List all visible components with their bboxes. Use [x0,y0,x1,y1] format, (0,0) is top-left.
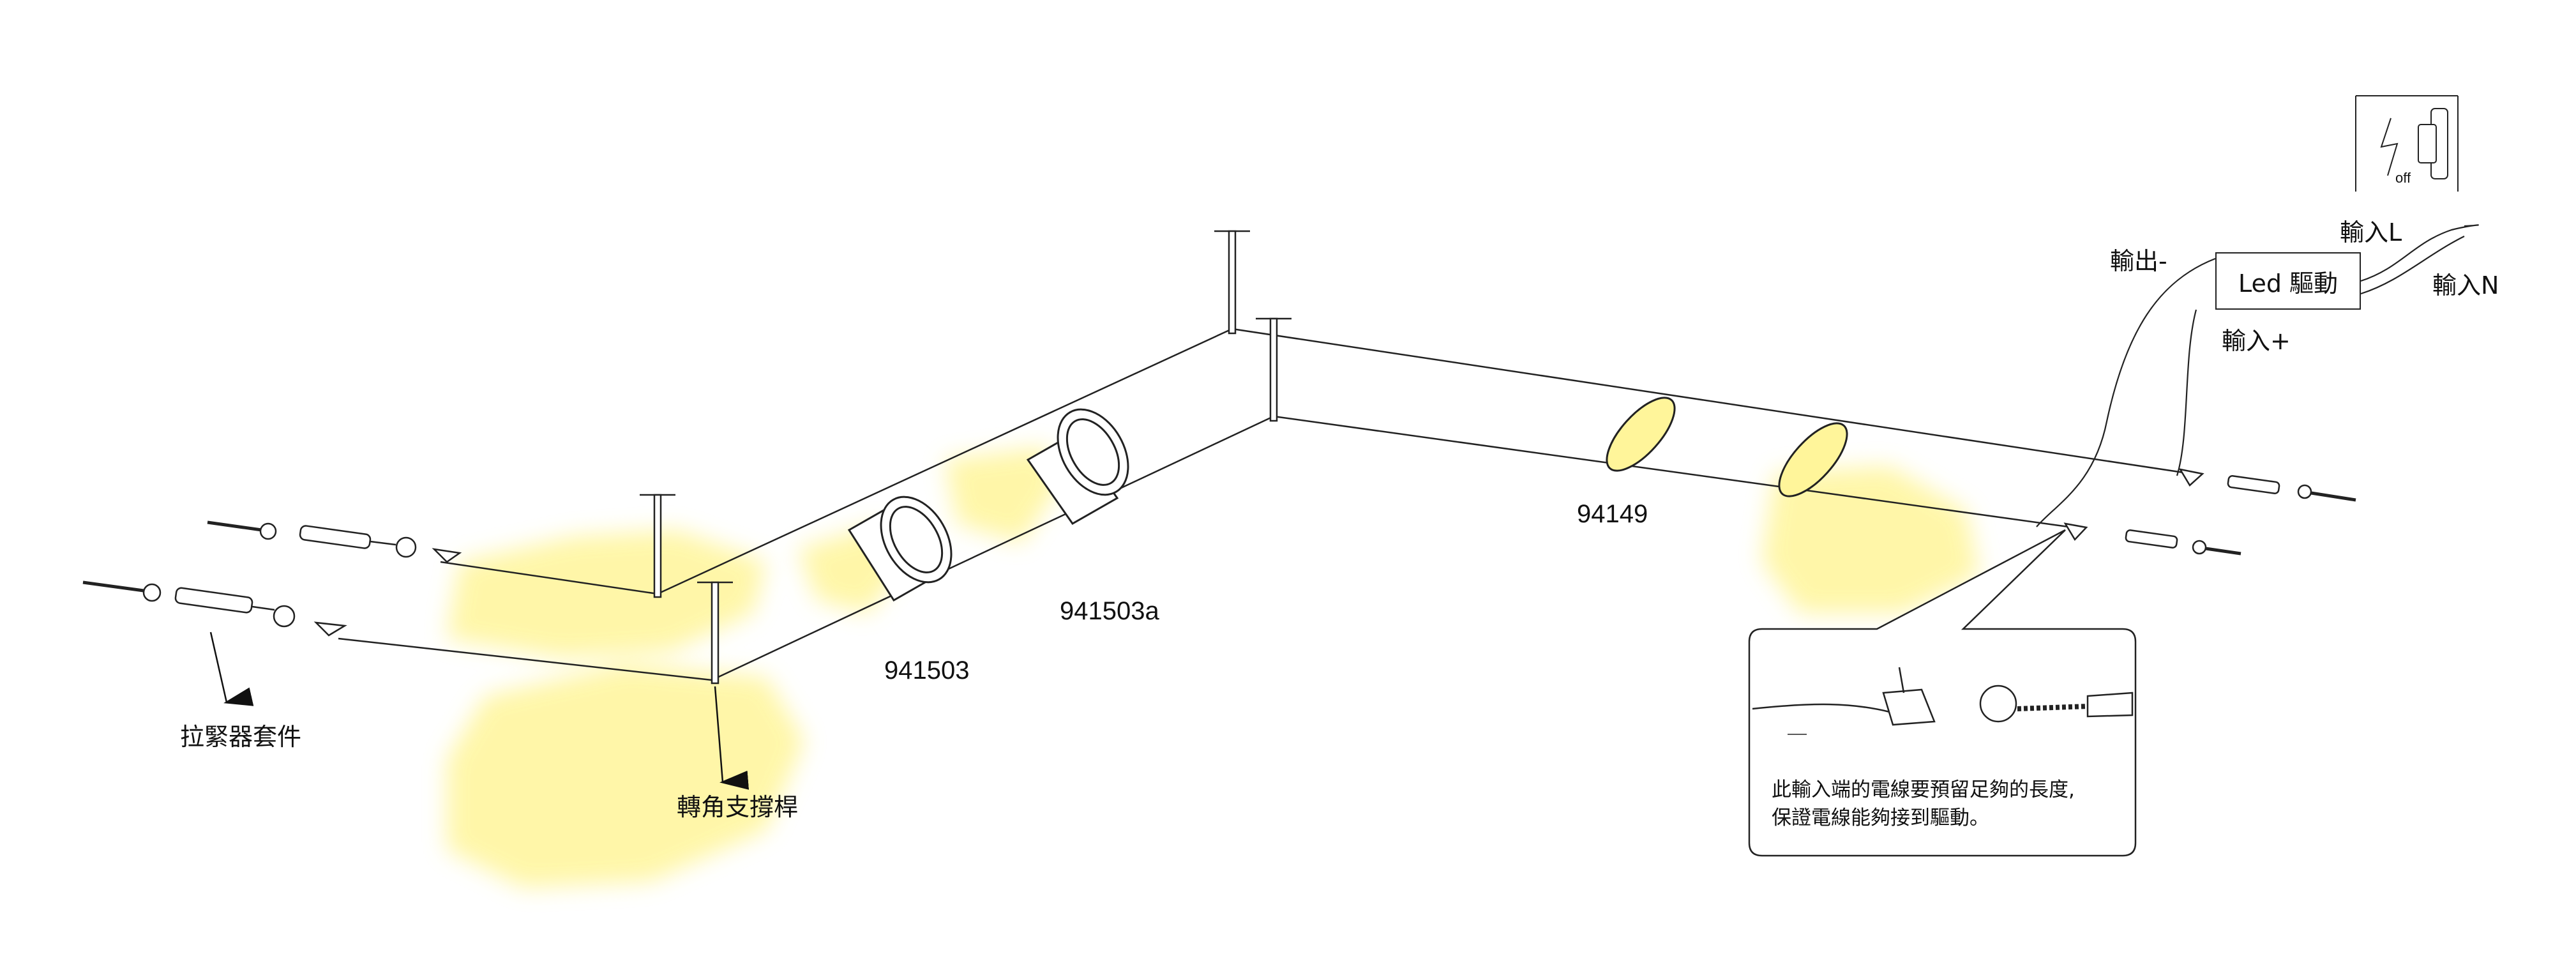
tensioner-kit-right-upper [2178,468,2356,502]
driver-wiring [2036,224,2479,527]
thimble-icon [273,605,296,628]
ring-light-icon [1606,397,1676,472]
tensioner-icon [2227,475,2280,494]
lower-cable-left [338,637,712,681]
glow-94149 [1762,466,1979,613]
cable-lines [338,328,2184,681]
lower-cable-right [1273,415,2069,528]
input-plus-wire [2176,309,2197,476]
support-rod-2 [697,581,733,685]
eye-hook-icon [2297,484,2312,499]
cable-clamp-icon [2063,522,2088,541]
upper-cable-right [1232,328,2184,474]
cable-clamp-icon [2178,468,2204,487]
tensioner-kit-label: 拉緊器套件 [180,723,302,751]
input-n-wire [2360,236,2465,295]
detail-callout [1748,529,2137,857]
led-driver-label: Led 驅動 [2238,269,2339,298]
support-rod-4 [1256,317,1292,422]
ring-light-2 [1778,422,1848,497]
lower-cable-diagonal [711,415,1274,681]
corner-support-label: 轉角支撐桿 [677,793,799,821]
light-glow-areas [447,447,1979,888]
spotlight-941503 [847,496,953,602]
cable-clamp-icon [313,621,347,637]
support-rod-1 [640,494,675,598]
upper-cable-left [440,561,658,595]
spotlight-941503a [1026,408,1129,525]
callout-line-1: 此輸入端的電線要預留足夠的長度, [1772,778,2075,801]
upper-cable-diagonal [657,328,1233,595]
detail-wire [1752,703,1890,713]
input-l-wire [2360,224,2479,282]
model-941503a-label: 941503a [1060,597,1159,625]
led-driver-box: Led 驅動 [2215,252,2361,310]
switch-off-label: off [2395,170,2411,186]
input-n-label: 輸入N [2432,271,2499,299]
input-plus-label: 輸入+ [2222,327,2291,355]
glow-941503a [945,447,1060,543]
output-minus-wire [2036,257,2216,527]
thimble-icon [395,536,417,558]
tensioner-kit-right-lower [2063,522,2241,556]
tensioner-kit-upper [207,520,462,563]
callout-frame [1748,529,2137,857]
model-94149-label: 94149 [1577,500,1648,528]
tensioner-icon [174,587,253,614]
tensioner-kit-lower [82,580,347,637]
detail-clamp [1882,688,1936,726]
eye-hook-icon [259,522,277,540]
tensioner-icon [2125,529,2178,549]
eye-hook-icon [2192,540,2207,555]
corner-support-rods [640,230,1292,685]
callout-note: 此輸入端的電線要預留足夠的長度, 保證電線能夠接到驅動。 [1772,776,2129,832]
wall-switch-icon [2355,95,2459,192]
glow-left-upper [447,530,766,658]
ring-light-icon [1778,422,1848,497]
arrow-down-icon [209,632,254,706]
arrow-down-icon [714,686,749,790]
eye-hook-icon [142,583,162,602]
callout-line-2: 保證電線能夠接到驅動。 [1772,806,1989,829]
support-rod-3 [1214,230,1250,335]
tensioner-icon [299,525,372,549]
output-minus-label: 輸出- [2110,247,2167,275]
input-l-label: 輸入L [2340,218,2402,246]
model-941503-label: 941503 [884,656,970,685]
glow-left-lower [447,664,804,888]
ring-light-1 [1606,397,1676,472]
detail-hook-icon [1979,685,2017,723]
cable-clamp-icon [432,548,462,563]
